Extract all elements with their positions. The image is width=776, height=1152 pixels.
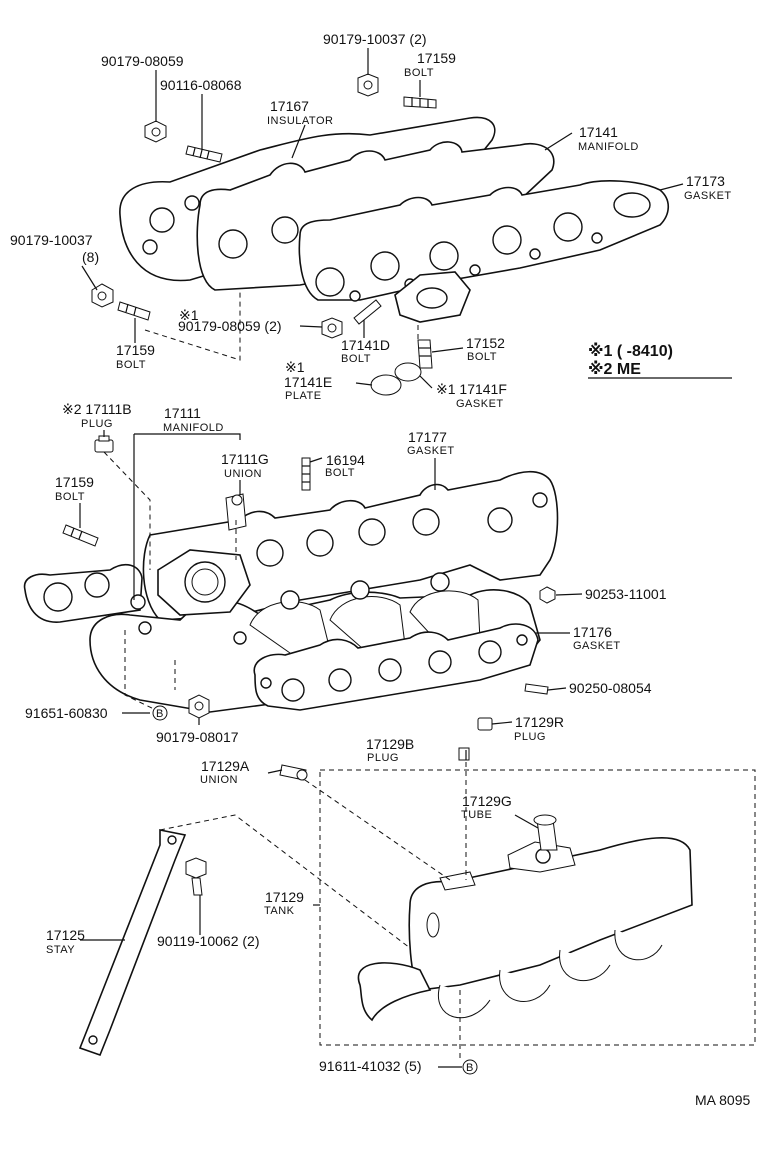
label-90179-08059-2: 90179-08059 (2)	[178, 318, 282, 334]
intake-manifold-assembly	[23, 470, 559, 713]
label-17141D: 17141D	[341, 337, 390, 353]
legend-note-2: ※2 ME	[588, 360, 641, 378]
label-90253-11001: 90253-11001	[585, 586, 667, 602]
label-bolt-mid: BOLT	[116, 359, 146, 371]
label-plug-17129R: PLUG	[514, 731, 546, 743]
nut-icon	[539, 586, 556, 604]
nut-icon	[188, 694, 210, 719]
label-bolt-17152: BOLT	[467, 351, 497, 363]
label-17125: 17125	[46, 927, 85, 943]
label-gasket-17177: GASKET	[407, 445, 455, 457]
label-stay: STAY	[46, 944, 75, 956]
label-tube-17129G: TUBE	[461, 809, 492, 821]
label-star1-a: ※1	[179, 307, 199, 323]
label-b-marker-2: B	[466, 1062, 474, 1074]
surge-tank-assembly	[78, 705, 756, 1075]
tube-icon	[533, 814, 558, 851]
label-17111G: 17111G	[221, 451, 269, 467]
nut-icon	[357, 73, 379, 97]
bolt-icon	[185, 857, 207, 896]
label-17159-mid: 17159	[116, 342, 155, 358]
label-bolt-top: BOLT	[404, 67, 434, 79]
label-tank: TANK	[264, 905, 295, 917]
label-17141F: ※1 17141F	[436, 381, 507, 397]
label-17176: 17176	[573, 624, 612, 640]
label-17111: 17111	[164, 405, 201, 421]
label-gasket-17141F: GASKET	[456, 398, 504, 410]
leader-lines-upper	[81, 48, 732, 389]
plug-icon	[94, 435, 114, 453]
label-90179-08017: 90179-08017	[156, 729, 239, 745]
label-bolt-17141D: BOLT	[341, 353, 371, 365]
label-plug-17129B: PLUG	[367, 752, 399, 764]
label-90179-10037-8: (8)	[82, 249, 99, 265]
bolt-icon	[117, 301, 151, 321]
label-17141E: 17141E	[284, 374, 332, 390]
label-plug-17111B: PLUG	[81, 418, 113, 430]
legend-note-1: ※1 ( -8410)	[588, 342, 673, 360]
label-star1-b: ※1	[285, 359, 305, 375]
plug-icon	[477, 717, 493, 731]
stud-icon	[185, 145, 223, 163]
label-union-17111G: UNION	[224, 468, 262, 480]
label-16194: 16194	[326, 452, 365, 468]
label-b-marker-1: B	[156, 708, 164, 720]
leader-lines-middle	[79, 430, 583, 725]
label-17173: 17173	[686, 173, 725, 189]
bolt-icon	[62, 524, 99, 547]
label-gasket-17176: GASKET	[573, 640, 621, 652]
label-91651-60830: 91651-60830	[25, 705, 108, 721]
label-bolt-16194: BOLT	[325, 467, 355, 479]
label-manifold-17111: MANIFOLD	[163, 422, 224, 434]
label-17111B: ※2 17111B	[62, 401, 132, 417]
label-90250-08054: 90250-08054	[569, 680, 652, 696]
label-90179-08059: 90179-08059	[101, 53, 184, 69]
bolt-icon	[403, 96, 437, 109]
stud-icon	[524, 683, 549, 695]
label-union-17129A: UNION	[200, 774, 238, 786]
label-91611-41032: 91611-41032 (5)	[319, 1058, 421, 1074]
label-17177: 17177	[408, 429, 447, 445]
bolt-icon	[301, 457, 311, 491]
label-plate: PLATE	[285, 390, 322, 402]
nut-icon	[144, 120, 167, 143]
label-17129A: 17129A	[201, 758, 250, 774]
stud-icon	[417, 339, 433, 369]
label-17129R: 17129R	[515, 714, 564, 730]
label-17152: 17152	[466, 335, 505, 351]
label-manifold-top: MANIFOLD	[578, 141, 639, 153]
stay-17125	[78, 829, 187, 1057]
label-17167: 17167	[270, 98, 309, 114]
plate-17141E	[370, 374, 402, 396]
exhaust-manifold-assembly	[119, 116, 670, 323]
plug-icon	[458, 747, 470, 761]
union-icon	[279, 764, 308, 781]
gasket-17141F	[394, 362, 422, 382]
label-17159-top: 17159	[417, 50, 456, 66]
union-icon	[225, 493, 247, 531]
label-90119-10062: 90119-10062 (2)	[157, 933, 259, 949]
middle-fasteners	[62, 435, 556, 719]
diagram-reference-code: MA 8095	[695, 1092, 750, 1108]
label-17129: 17129	[265, 889, 304, 905]
label-17141: 17141	[579, 124, 618, 140]
nut-icon	[321, 317, 343, 339]
label-17159-low: 17159	[55, 474, 94, 490]
tank-17129	[408, 837, 693, 991]
label-insulator: INSULATOR	[267, 115, 333, 127]
label-bolt-low: BOLT	[55, 491, 85, 503]
label-90179-10037: 90179-10037	[10, 232, 93, 248]
label-90179-10037-2: 90179-10037 (2)	[323, 31, 427, 47]
bolt-icon	[353, 299, 382, 325]
label-90116-08068: 90116-08068	[160, 77, 242, 93]
manifold-flange	[23, 563, 143, 623]
label-gasket-17173: GASKET	[684, 190, 732, 202]
leader-lines-lower	[80, 721, 539, 1068]
label-17129B: 17129B	[366, 736, 414, 752]
upper-fasteners	[91, 73, 437, 396]
labels: 90179-08059 90116-08068 90179-10037 (2) …	[10, 31, 750, 1108]
label-17129G: 17129G	[462, 793, 512, 809]
